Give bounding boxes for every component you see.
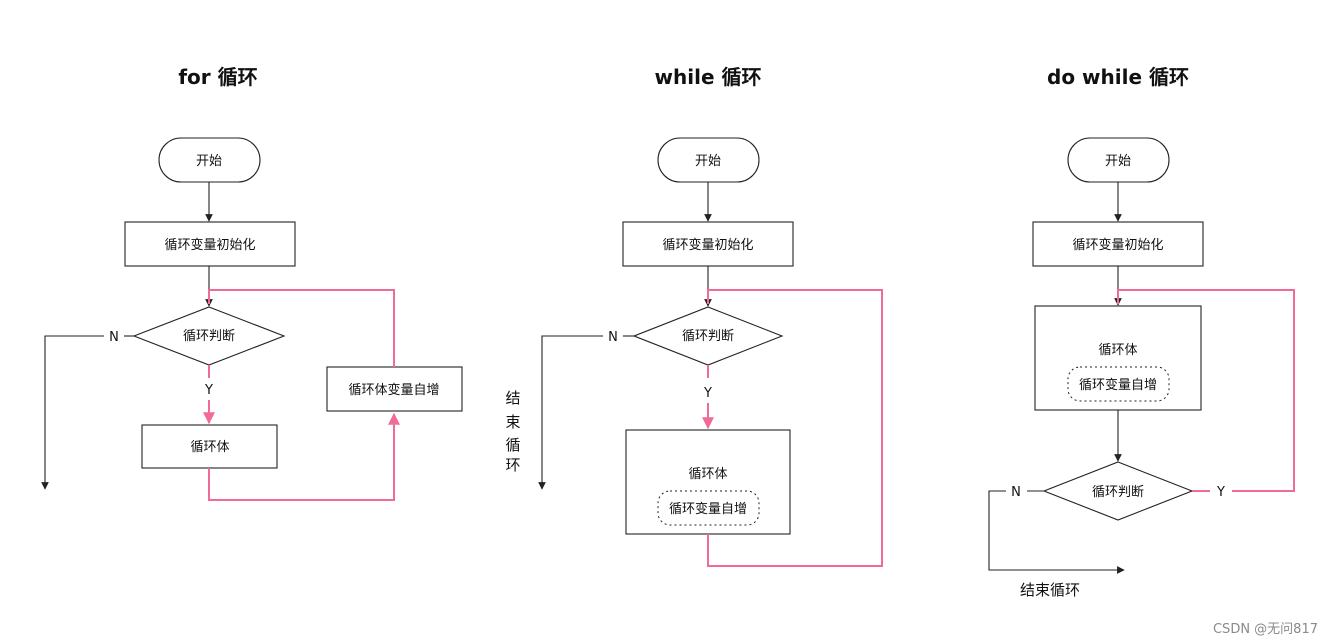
for-exit-arrow <box>41 335 104 490</box>
while-increment-box <box>657 490 760 526</box>
for-loop-back-line <box>208 289 395 367</box>
do-while-condition-label: 循环判断 <box>1092 485 1144 500</box>
for-increment-label: 循环体变量自增 <box>348 382 439 398</box>
while-increment-label: 循环变量自增 <box>669 501 747 517</box>
while-init-box <box>622 221 794 267</box>
do-while-init-box <box>1032 221 1204 267</box>
for-loop-diagram: for 循环 开始 循环变量初始化 循环判断 N Y 循环体 循环体变量自增 <box>41 65 463 501</box>
do-while-loop-back-line <box>1117 289 1295 492</box>
do-while-loop-title: do while 循环 <box>1047 65 1189 89</box>
do-while-loop-diagram: do while 循环 开始 循环变量初始化 循环体 循环变量自增 循环判断 Y… <box>988 65 1295 599</box>
do-while-yes-label: Y <box>1216 485 1225 500</box>
for-start-label: 开始 <box>196 154 222 169</box>
while-no-label: N <box>608 330 618 345</box>
do-while-exit-arrow <box>988 490 1125 574</box>
do-while-increment-label: 循环变量自增 <box>1079 377 1157 393</box>
for-no-label: N <box>109 330 119 345</box>
for-body-to-increment-line <box>208 412 400 501</box>
while-start-label: 开始 <box>695 154 721 169</box>
do-while-init-label: 循环变量初始化 <box>1072 237 1163 253</box>
for-init-label: 循环变量初始化 <box>164 237 255 253</box>
while-condition-label: 循环判断 <box>682 329 734 344</box>
do-while-increment-box <box>1067 366 1170 402</box>
for-loop-title: for 循环 <box>178 65 257 89</box>
while-init-label: 循环变量初始化 <box>662 237 753 253</box>
for-yes-label: Y <box>204 383 213 398</box>
while-loop-diagram: while 循环 开始 循环变量初始化 循环判断 N 结 束 循 环 Y 循环体… <box>505 65 883 567</box>
do-while-start-label: 开始 <box>1105 154 1131 169</box>
while-end-char-2: 束 <box>505 413 520 431</box>
for-body-label: 循环体 <box>190 440 229 455</box>
for-body-box <box>141 424 278 469</box>
while-exit-arrow <box>538 335 603 490</box>
while-yes-label: Y <box>703 386 712 401</box>
while-loop-back-line <box>707 289 883 567</box>
while-end-char-1: 结 <box>505 389 520 407</box>
while-end-char-3: 循 <box>505 436 520 454</box>
do-while-no-label: N <box>1011 485 1021 500</box>
do-while-end-label: 结束循环 <box>1020 581 1080 599</box>
do-while-condition-diamond <box>1042 461 1194 521</box>
for-init-box <box>124 221 296 267</box>
while-body-label: 循环体 <box>688 467 727 482</box>
for-increment-box <box>326 366 463 412</box>
while-end-char-4: 环 <box>505 456 520 474</box>
do-while-body-label: 循环体 <box>1098 343 1137 358</box>
csdn-watermark: CSDN @无问817 <box>1213 622 1318 637</box>
while-loop-title: while 循环 <box>655 65 762 89</box>
for-condition-label: 循环判断 <box>183 329 235 344</box>
